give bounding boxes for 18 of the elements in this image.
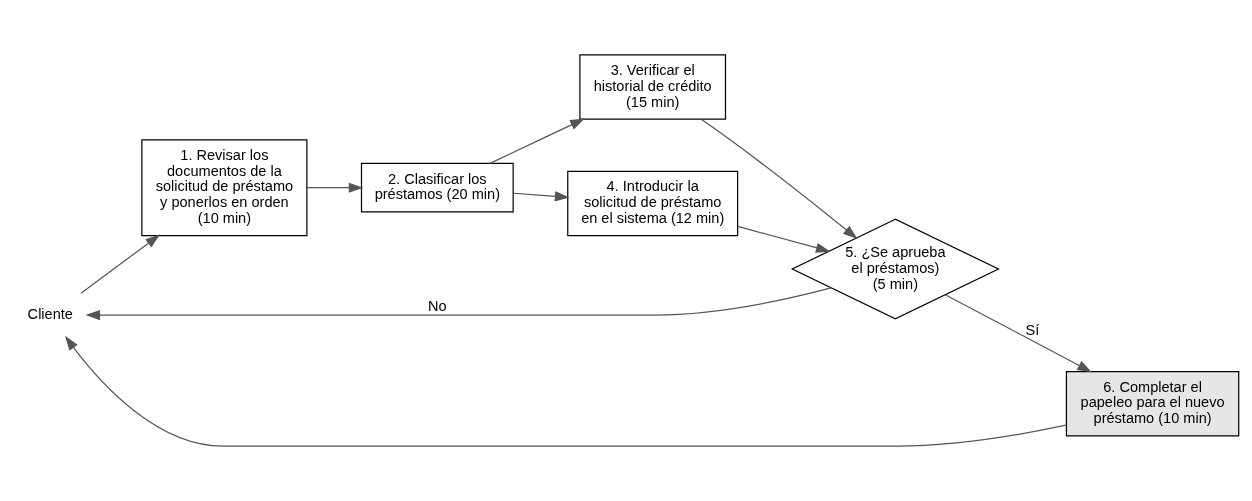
edge-label: Sí <box>1025 322 1040 339</box>
node-diamond: 5. ¿Se aprueba el préstamos) (5 min) <box>790 218 1000 320</box>
node-box: 2. Clasificar los préstamos (20 min) <box>360 162 514 213</box>
node-box: 6. Completar el papeleo para el nuevo préstamo (10 min) <box>1065 370 1240 437</box>
arrow <box>945 294 1092 373</box>
arrow <box>513 191 570 202</box>
arrow <box>701 118 858 239</box>
node-text: Cliente <box>27 305 73 322</box>
node-box: 3. Verificar el historial de crédito (15 min) <box>579 54 727 120</box>
edge-label: No <box>428 297 447 314</box>
arrow <box>489 118 585 164</box>
arrow <box>85 287 832 321</box>
node-box: 4. Introducir la solicitud de préstamo en el sistema (12 min) <box>567 170 739 237</box>
arrow <box>737 225 831 253</box>
arrow <box>306 182 364 193</box>
arrow <box>65 335 1067 447</box>
node-box: 1. Revisar los documentos de la solicitud de préstamo y ponerlos en orden (10 min) <box>141 139 308 237</box>
arrow <box>80 234 160 294</box>
